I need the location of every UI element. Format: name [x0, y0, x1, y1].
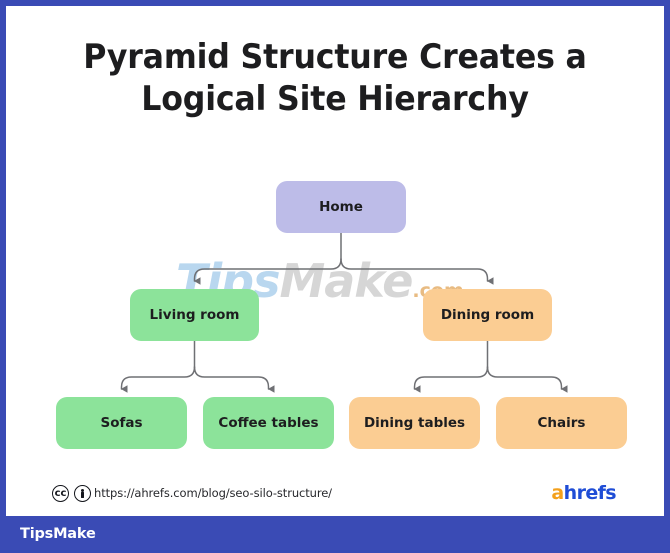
- edge-home-to-dining-room: [340, 258, 494, 285]
- node-sofas[interactable]: Sofas: [56, 397, 187, 449]
- creative-commons-icons: cc: [52, 485, 91, 502]
- node-dining-room[interactable]: Dining room: [423, 289, 552, 341]
- bottom-bar: TipsMake: [0, 516, 670, 553]
- infographic-canvas: Pyramid Structure Creates a Logical Site…: [6, 6, 664, 516]
- edge-home-to-living-room: [193, 258, 342, 285]
- cc-by-icon: [74, 485, 91, 502]
- page-title-line-2: Logical Site Hierarchy: [141, 79, 529, 119]
- edge-living-room-to-coffee-tables: [193, 366, 275, 393]
- node-chairs[interactable]: Chairs: [496, 397, 627, 449]
- node-dining-tables[interactable]: Dining tables: [349, 397, 480, 449]
- node-living-room[interactable]: Living room: [130, 289, 259, 341]
- diagram-connectors: [120, 232, 568, 393]
- node-sofas-label: Sofas: [100, 415, 143, 431]
- source-url[interactable]: https://ahrefs.com/blog/seo-silo-structu…: [94, 486, 332, 500]
- node-coffee-tables-label: Coffee tables: [218, 415, 319, 431]
- page-title: Pyramid Structure Creates a Logical Site…: [29, 36, 641, 120]
- ahrefs-logo[interactable]: ahrefs: [551, 483, 616, 503]
- edge-dining-room-to-dining-tables: [413, 366, 489, 393]
- ahrefs-logo-hrefs: hrefs: [563, 482, 617, 504]
- node-chairs-label: Chairs: [537, 415, 586, 431]
- node-home-label: Home: [319, 199, 363, 215]
- node-dining-tables-label: Dining tables: [363, 415, 466, 431]
- node-coffee-tables[interactable]: Coffee tables: [203, 397, 334, 449]
- edge-living-room-to-sofas: [120, 366, 196, 393]
- cc-icon: cc: [52, 485, 69, 502]
- footer: cc https://ahrefs.com/blog/seo-silo-stru…: [6, 482, 664, 516]
- edge-dining-room-to-chairs: [486, 366, 568, 393]
- node-home[interactable]: Home: [276, 181, 406, 233]
- node-living-room-label: Living room: [149, 307, 240, 323]
- ahrefs-logo-a: a: [551, 482, 564, 504]
- node-dining-room-label: Dining room: [440, 307, 535, 323]
- bottom-bar-label: TipsMake: [20, 526, 96, 542]
- page-title-line-1: Pyramid Structure Creates a: [83, 37, 587, 77]
